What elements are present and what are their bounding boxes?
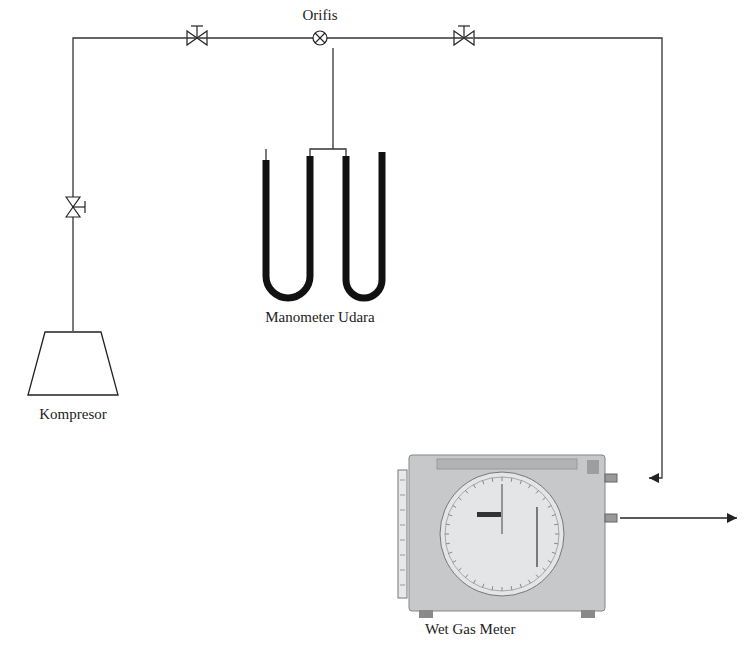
node-label: Wet Gas Meter — [425, 620, 649, 638]
valve-symbol — [187, 26, 207, 45]
compressor-shape: Kompresor — [19, 331, 127, 423]
manometer-drawing: Manometer Udara — [246, 146, 394, 326]
compressor-outline — [23, 331, 123, 397]
gas-meter-device: Wet Gas Meter — [397, 452, 649, 638]
pipe-line — [473, 38, 662, 478]
orifice-symbol: Orifis — [167, 6, 473, 48]
valve-symbol — [66, 197, 85, 217]
wet-gas-meter-drawing — [397, 452, 619, 620]
orifice-drawing — [167, 28, 473, 48]
valve-symbol — [454, 26, 474, 45]
outlet-arrow — [620, 517, 737, 518]
pipe-line — [73, 38, 167, 331]
pipe-line — [332, 48, 333, 146]
node-label: Orifis — [167, 6, 473, 24]
node-label: Kompresor — [19, 405, 127, 423]
u-tube-manometer — [250, 146, 390, 306]
node-label: Manometer Udara — [246, 308, 394, 326]
